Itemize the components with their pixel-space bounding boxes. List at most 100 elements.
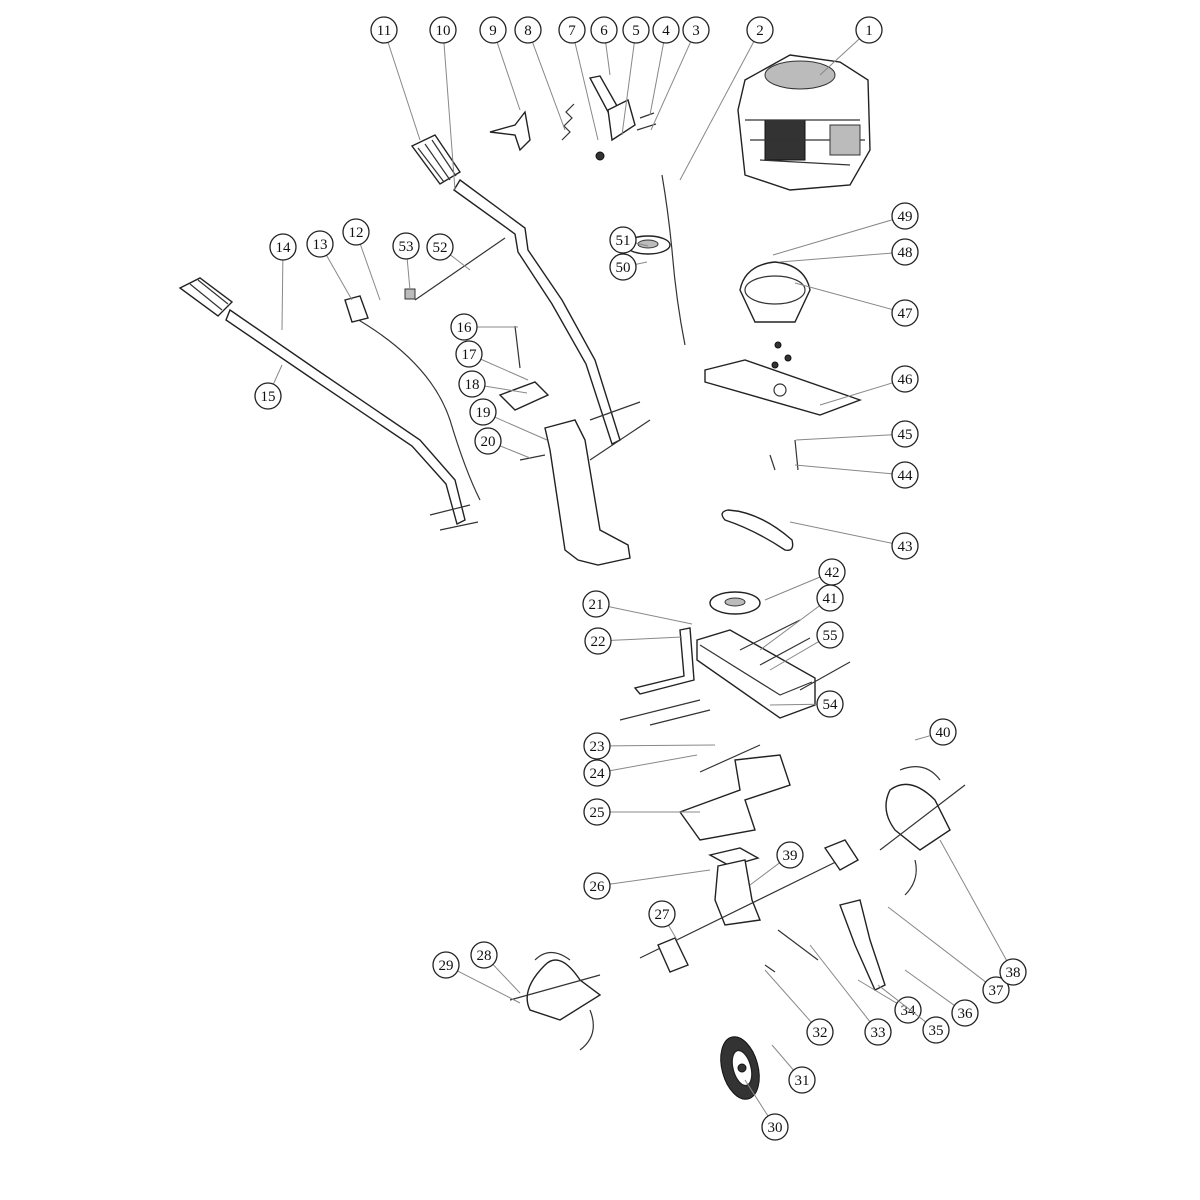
callout-number: 13 [313,237,328,253]
callout-25: 25 [583,798,700,826]
callout-29: 29 [432,951,521,1004]
callout-18: 18 [458,370,528,398]
leader-line [609,744,716,747]
leader-line [359,244,381,301]
tine-parts [509,766,966,1051]
callout-circle [982,976,1010,1004]
leader-line [939,839,1008,961]
leader-line [769,703,818,706]
leader-line [914,735,931,741]
callout-circle [583,732,611,760]
mounting-plate-part [704,359,863,416]
callout-number: 3 [692,23,700,39]
callout-number: 45 [898,427,913,443]
callout-number: 48 [898,245,913,261]
callout-circle [609,226,637,254]
callout-circle [429,16,457,44]
callout-28: 28 [470,941,521,994]
callout-52: 52 [426,233,471,271]
leader-line [771,1044,794,1071]
callouts: 1234567891011121314151617181920212223242… [254,16,1027,1141]
callout-number: 36 [958,1006,974,1022]
callout-number: 4 [662,23,670,39]
callout-37: 37 [887,906,1010,1004]
callout-circle [951,999,979,1027]
callout-number: 1 [865,23,873,39]
lower-handle-part [225,308,466,526]
callout-circle [999,958,1027,986]
leader-line [857,979,898,1004]
callout-circle [891,365,919,393]
callout-circle [470,941,498,969]
callout-circle [432,951,460,979]
callout-45: 45 [795,420,919,448]
callout-13: 13 [306,230,353,301]
callout-number: 50 [616,260,631,276]
callout-number: 27 [655,907,671,923]
callout-36: 36 [904,969,979,1027]
callout-number: 25 [590,805,605,821]
callout-circle [254,382,282,410]
callout-circle [269,233,297,261]
callout-number: 52 [433,240,448,256]
leader-line [649,42,665,116]
bolts-parts [429,325,651,531]
callout-circle [864,1018,892,1046]
callout-55: 55 [769,621,844,671]
callout-number: 29 [439,958,454,974]
leader-line [764,969,812,1023]
callout-circle [818,558,846,586]
callout-circle [929,718,957,746]
leader-line [772,219,893,256]
wheel-part [720,1036,760,1100]
callout-50: 50 [609,253,648,281]
clutch-lever-part [344,295,369,323]
callout-circle [392,232,420,260]
pulley-assembly-parts [625,235,811,369]
callout-circle [609,253,637,281]
leader-line [887,906,986,983]
callout-number: 40 [936,725,951,741]
callout-circle [582,590,610,618]
leader-line [749,862,780,886]
callout-number: 9 [489,23,497,39]
leader-line [608,606,693,625]
callout-number: 7 [568,23,576,39]
callout-number: 2 [756,23,764,39]
leader-line [650,41,692,131]
leader-line [610,636,683,641]
callout-circle [450,313,478,341]
callout-number: 31 [795,1073,810,1089]
leader-line [457,970,521,1004]
callout-circle [891,420,919,448]
callout-number: 41 [823,591,838,607]
leader-line [609,754,698,772]
callout-circle [891,299,919,327]
callout-circle [583,759,611,787]
callout-7: 7 [558,16,599,141]
callout-32: 32 [764,969,834,1046]
callout-number: 37 [989,983,1005,999]
callout-circle [469,398,497,426]
callout-number: 35 [929,1023,944,1039]
callout-33: 33 [809,944,892,1046]
callout-circle [558,16,586,44]
leader-line [819,38,860,76]
callout-47: 47 [794,282,919,327]
callout-number: 15 [261,389,276,405]
callout-circle [583,872,611,900]
leader-line [281,259,284,331]
leader-line [326,255,353,301]
leader-line [443,42,456,191]
callout-3: 3 [650,16,710,131]
leader-line [904,969,955,1006]
leader-line [492,964,521,994]
callout-44: 44 [794,461,919,489]
callout-24: 24 [583,754,698,787]
frame-parts [619,619,851,773]
leader-line [494,416,548,441]
callout-circle [584,627,612,655]
callout-number: 19 [476,405,491,421]
callout-number: 20 [481,434,496,450]
engine-part [737,54,871,191]
